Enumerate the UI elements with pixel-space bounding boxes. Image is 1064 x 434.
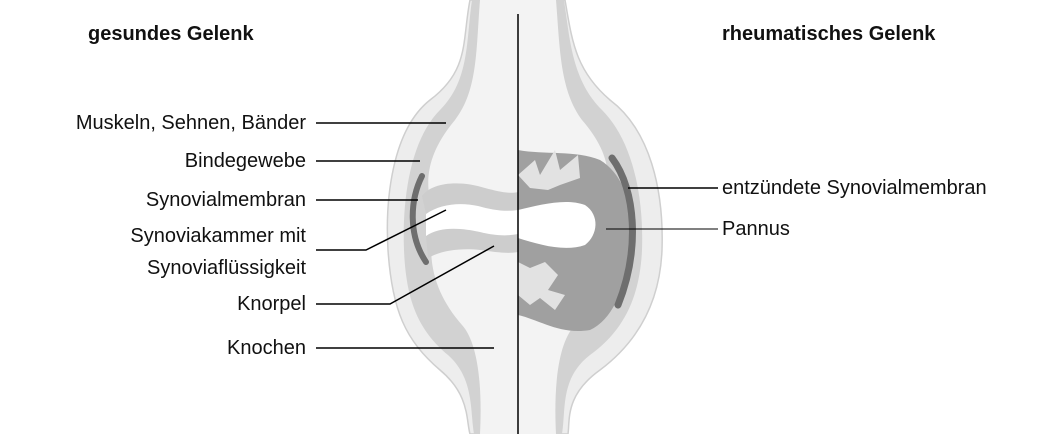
- label-synoviakammer-line2: Synoviaflüssigkeit: [147, 256, 306, 280]
- inflamed-joint-space: [518, 202, 596, 248]
- title-rheumatic-joint: rheumatisches Gelenk: [722, 22, 935, 46]
- label-bindegewebe: Bindegewebe: [185, 149, 306, 173]
- label-synoviakammer-line1: Synoviakammer mit: [130, 224, 306, 248]
- label-knorpel: Knorpel: [237, 292, 306, 316]
- label-pannus: Pannus: [722, 217, 790, 241]
- title-healthy-joint: gesundes Gelenk: [88, 22, 254, 46]
- label-knochen: Knochen: [227, 336, 306, 360]
- label-synovialmembran: Synovialmembran: [146, 188, 306, 212]
- label-entzuendete-synovialmembran: entzündete Synovialmembran: [722, 176, 987, 200]
- label-muskeln-sehnen-baender: Muskeln, Sehnen, Bänder: [76, 111, 306, 135]
